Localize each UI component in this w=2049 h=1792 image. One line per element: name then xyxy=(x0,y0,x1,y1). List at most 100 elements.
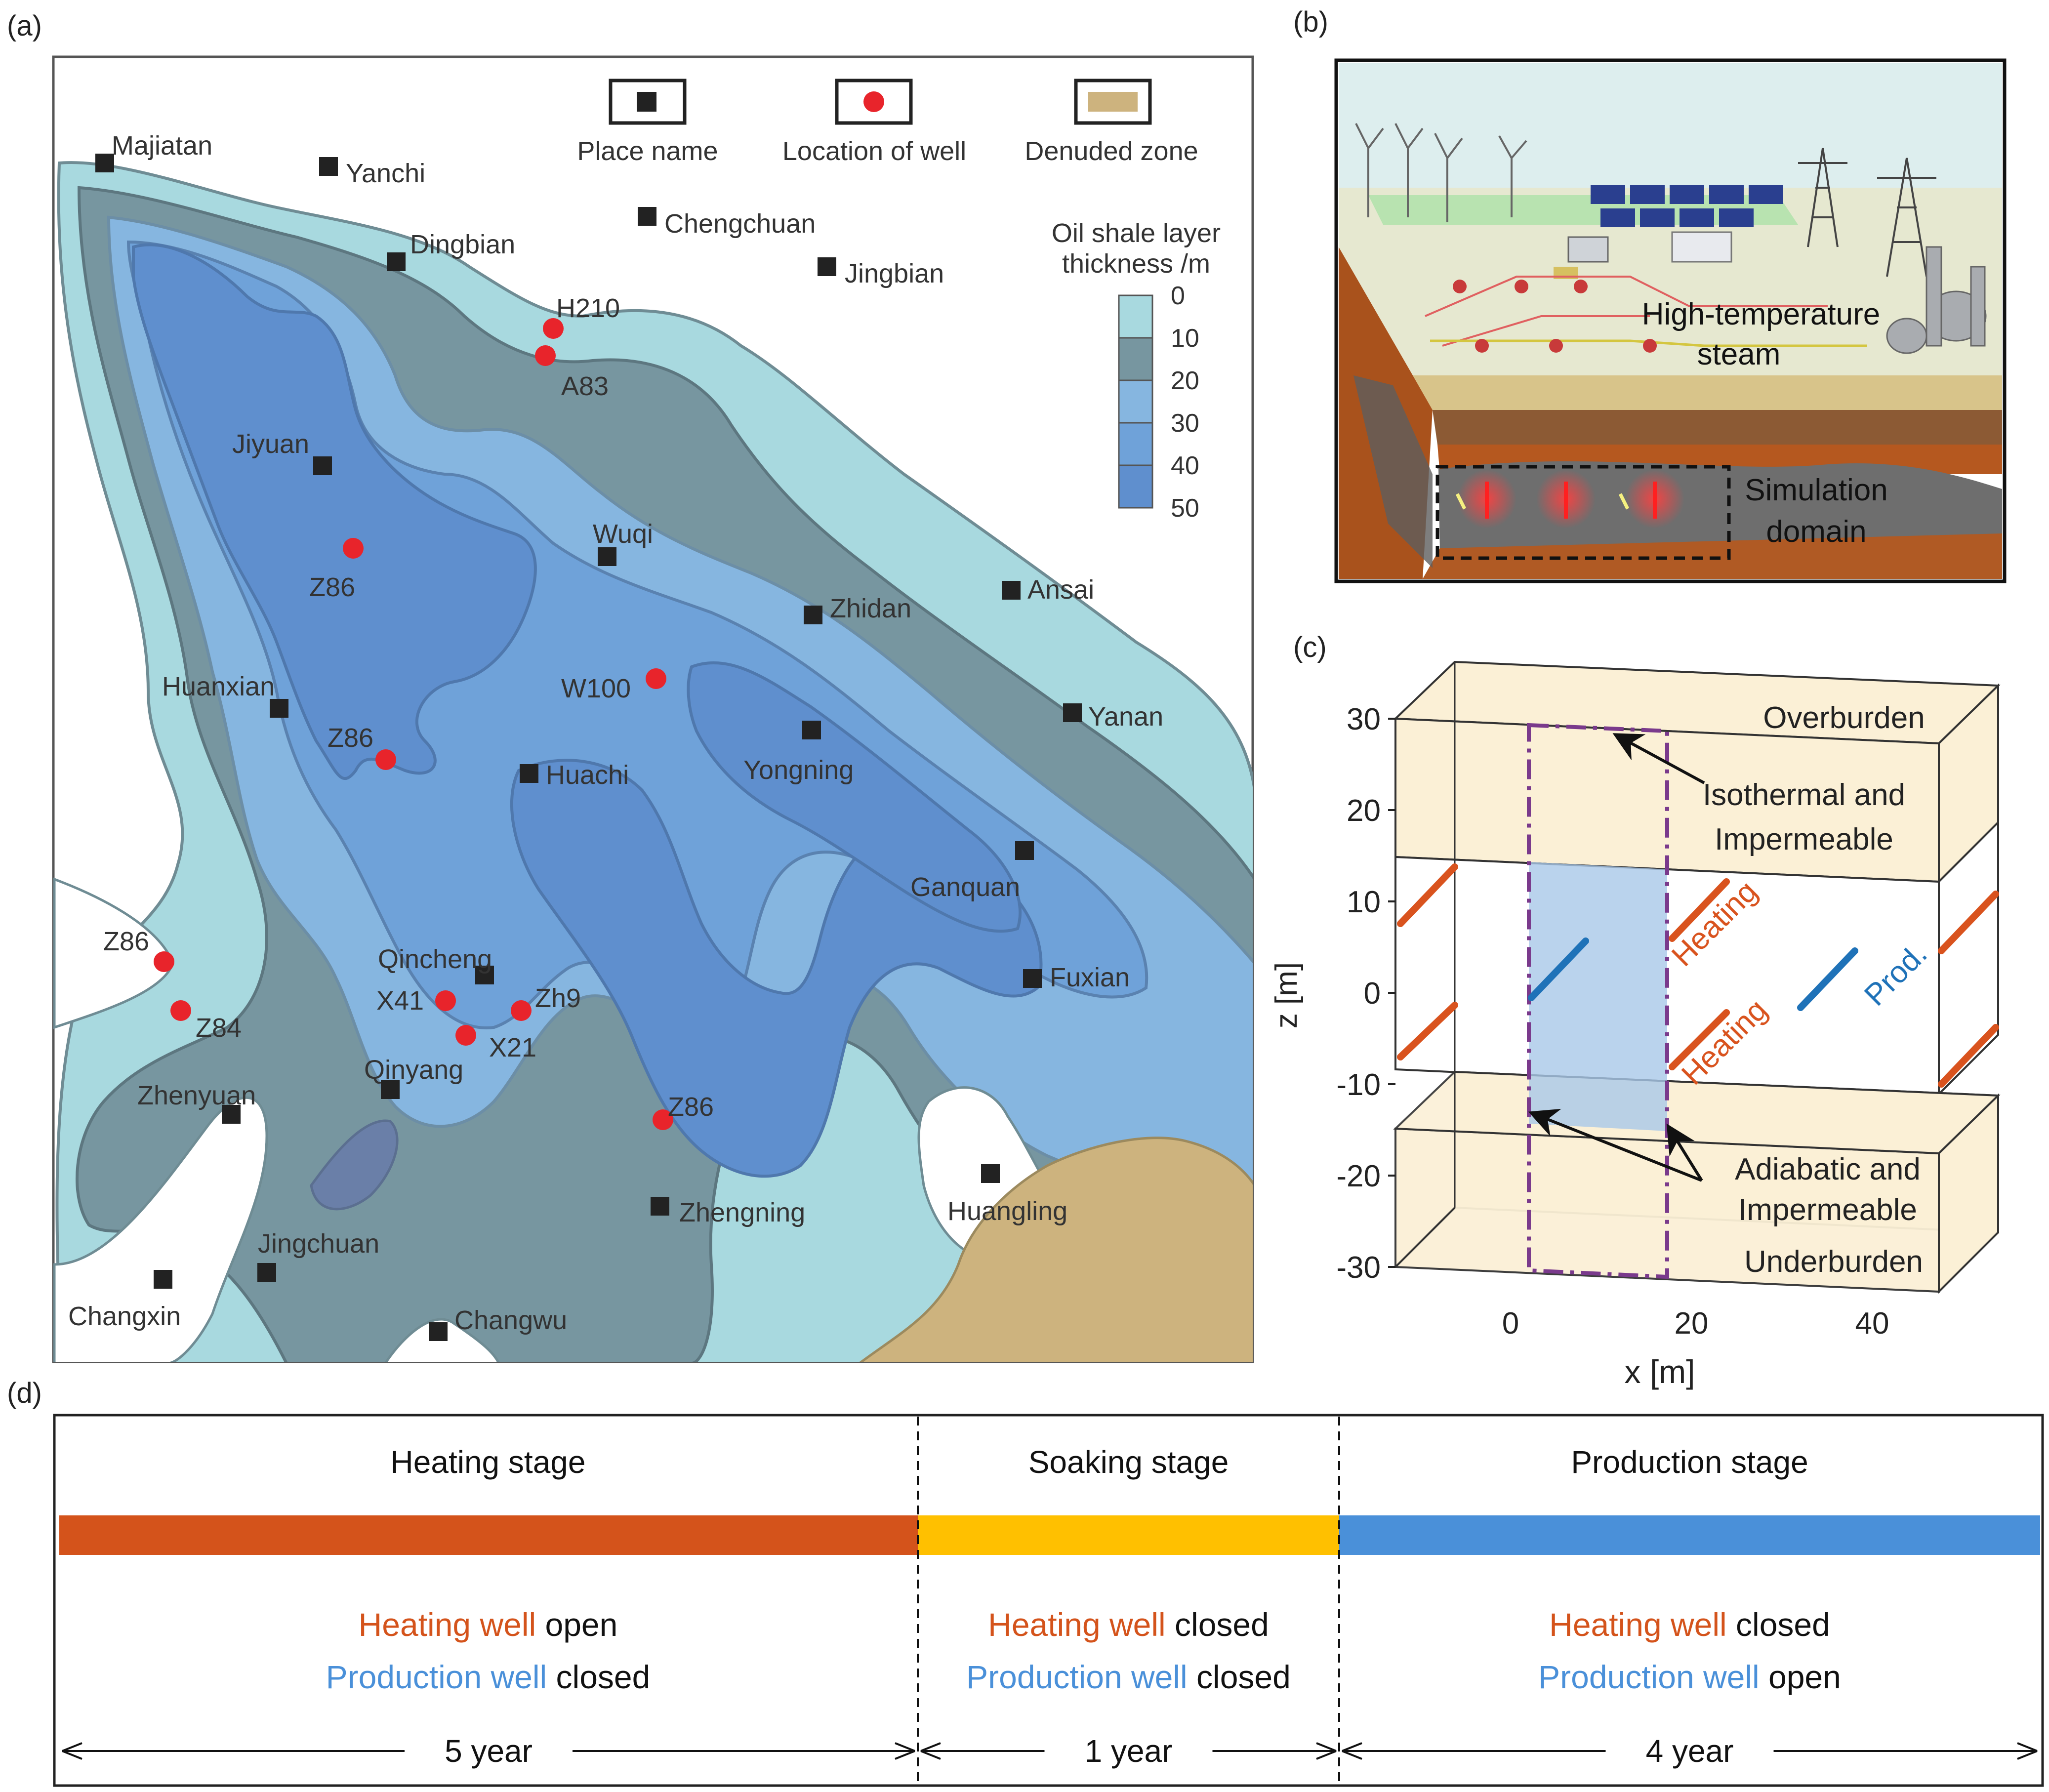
legend-place-symbol xyxy=(637,92,656,112)
place-label: Wuqi xyxy=(593,519,653,549)
place-label: Changxin xyxy=(68,1302,181,1331)
well-label: H210 xyxy=(556,293,620,323)
legend-well-label: Location of well xyxy=(782,136,966,166)
place-marker xyxy=(319,157,338,176)
thickness-title-line1: Oil shale layer xyxy=(1052,218,1221,248)
production-well-status: Production well closed xyxy=(966,1659,1291,1695)
heating-well-status: Heating well open xyxy=(359,1606,618,1643)
white-region-southwest xyxy=(53,1096,268,1362)
well-label: Z84 xyxy=(196,1013,242,1043)
x-axis-tick-label: 0 xyxy=(1502,1306,1519,1341)
place-label: Fuxian xyxy=(1050,963,1130,992)
place-marker xyxy=(1002,581,1021,600)
place-marker xyxy=(981,1164,1000,1183)
thickness-title-line2: thickness /m xyxy=(1062,249,1210,279)
place-label: Dingbian xyxy=(410,230,515,259)
place-marker xyxy=(802,721,821,739)
place-marker xyxy=(387,252,406,271)
place-marker xyxy=(818,257,836,276)
simulation-domain-outline xyxy=(1527,723,1669,1279)
steam-label-line2: steam xyxy=(1697,337,1781,371)
schematic-sky xyxy=(1339,63,2002,206)
panel-label-c: (c) xyxy=(1293,631,1327,663)
production-well-state: closed xyxy=(547,1659,650,1695)
side-boundary-line1: Adiabatic and xyxy=(1735,1152,1921,1186)
place-marker xyxy=(429,1322,448,1341)
production-well-label: Production well xyxy=(1538,1659,1760,1695)
stage-bar xyxy=(918,1515,1339,1555)
place-marker xyxy=(154,1270,172,1289)
shale-side-face xyxy=(1938,820,1999,1097)
compressor-building xyxy=(1671,231,1732,263)
place-label: Jingbian xyxy=(845,259,944,288)
thickness-zone-40-50-east xyxy=(687,661,1022,933)
well-label: A83 xyxy=(561,371,609,401)
legend-denuded-label: Denuded zone xyxy=(1024,136,1198,166)
top-boundary-line1: Isothermal and xyxy=(1703,778,1905,812)
place-label: Huachi xyxy=(546,760,629,790)
top-boundary-line2: Impermeable xyxy=(1715,822,1893,856)
well-label: Z86 xyxy=(103,927,149,956)
production-well-label: Production well xyxy=(966,1659,1188,1695)
z-axis-tick-label: 0 xyxy=(1364,977,1381,1011)
place-label: Zhengning xyxy=(679,1198,805,1227)
thickness-swatch xyxy=(1118,337,1153,381)
duration-arrowhead-left xyxy=(920,1742,941,1760)
well-marker xyxy=(646,668,666,689)
x-axis-tick-label: 20 xyxy=(1675,1306,1709,1341)
overburden-label: Overburden xyxy=(1763,701,1925,735)
place-marker xyxy=(381,1080,400,1099)
production-well-state: open xyxy=(1760,1659,1841,1695)
place-markers: MajiatanYanchiDingbianChengchuanJingbian… xyxy=(68,131,1163,1341)
place-marker xyxy=(638,207,656,226)
x-axis-tick-label: 40 xyxy=(1855,1306,1889,1341)
solar-panels xyxy=(1591,185,1783,227)
well-label: Zh9 xyxy=(535,983,581,1013)
z-axis-tick-label: 30 xyxy=(1347,702,1381,736)
place-label: Chengchuan xyxy=(664,209,816,239)
thickness-tick-label: 10 xyxy=(1171,324,1199,353)
well-marker xyxy=(511,1000,532,1021)
production-well-label: Production well xyxy=(326,1659,547,1695)
heating-well-state: closed xyxy=(1727,1606,1830,1643)
legend-well-box xyxy=(835,79,913,125)
thickness-tick-label: 50 xyxy=(1171,494,1199,523)
thickness-swatch xyxy=(1118,294,1153,339)
production-wells xyxy=(1528,937,1858,1011)
heating-wells xyxy=(1397,863,1999,1088)
duration-arrowhead-left xyxy=(1342,1742,1362,1760)
wellheads xyxy=(1453,280,1657,353)
earth-band-1 xyxy=(1433,410,2002,445)
place-label: Ganquan xyxy=(910,872,1020,902)
simulation-domain-fill xyxy=(1529,862,1667,1131)
power-towers xyxy=(1798,148,1936,277)
well-marker xyxy=(543,318,564,339)
thickness-swatch xyxy=(1118,464,1153,509)
gas-pipes xyxy=(1430,339,1867,347)
stage-name: Soaking stage xyxy=(1028,1444,1229,1480)
well-marker xyxy=(653,1109,673,1130)
well-marker xyxy=(435,990,456,1011)
place-marker xyxy=(222,1105,241,1124)
domain-label-line1: Simulation xyxy=(1745,473,1887,507)
place-label: Yanchi xyxy=(346,159,425,188)
place-marker xyxy=(313,456,332,475)
place-marker xyxy=(270,699,288,718)
well-marker xyxy=(375,749,396,770)
stage-name: Heating stage xyxy=(391,1444,586,1480)
place-marker xyxy=(1063,703,1082,722)
earth-left-shale xyxy=(1353,375,1433,568)
steam-label-line1: High-temperature xyxy=(1642,297,1880,331)
place-marker xyxy=(1023,969,1042,988)
well-label: X21 xyxy=(489,1033,536,1062)
heating-well-status: Heating well closed xyxy=(988,1606,1269,1643)
underburden-side-face xyxy=(1938,1093,1999,1294)
heating-well-state: closed xyxy=(1166,1606,1269,1643)
x-axis-ticks: 0 20 40 xyxy=(1502,1306,1889,1341)
z-axis-tick-label: -20 xyxy=(1336,1159,1381,1193)
z-axis-tick-label: -30 xyxy=(1336,1251,1381,1285)
